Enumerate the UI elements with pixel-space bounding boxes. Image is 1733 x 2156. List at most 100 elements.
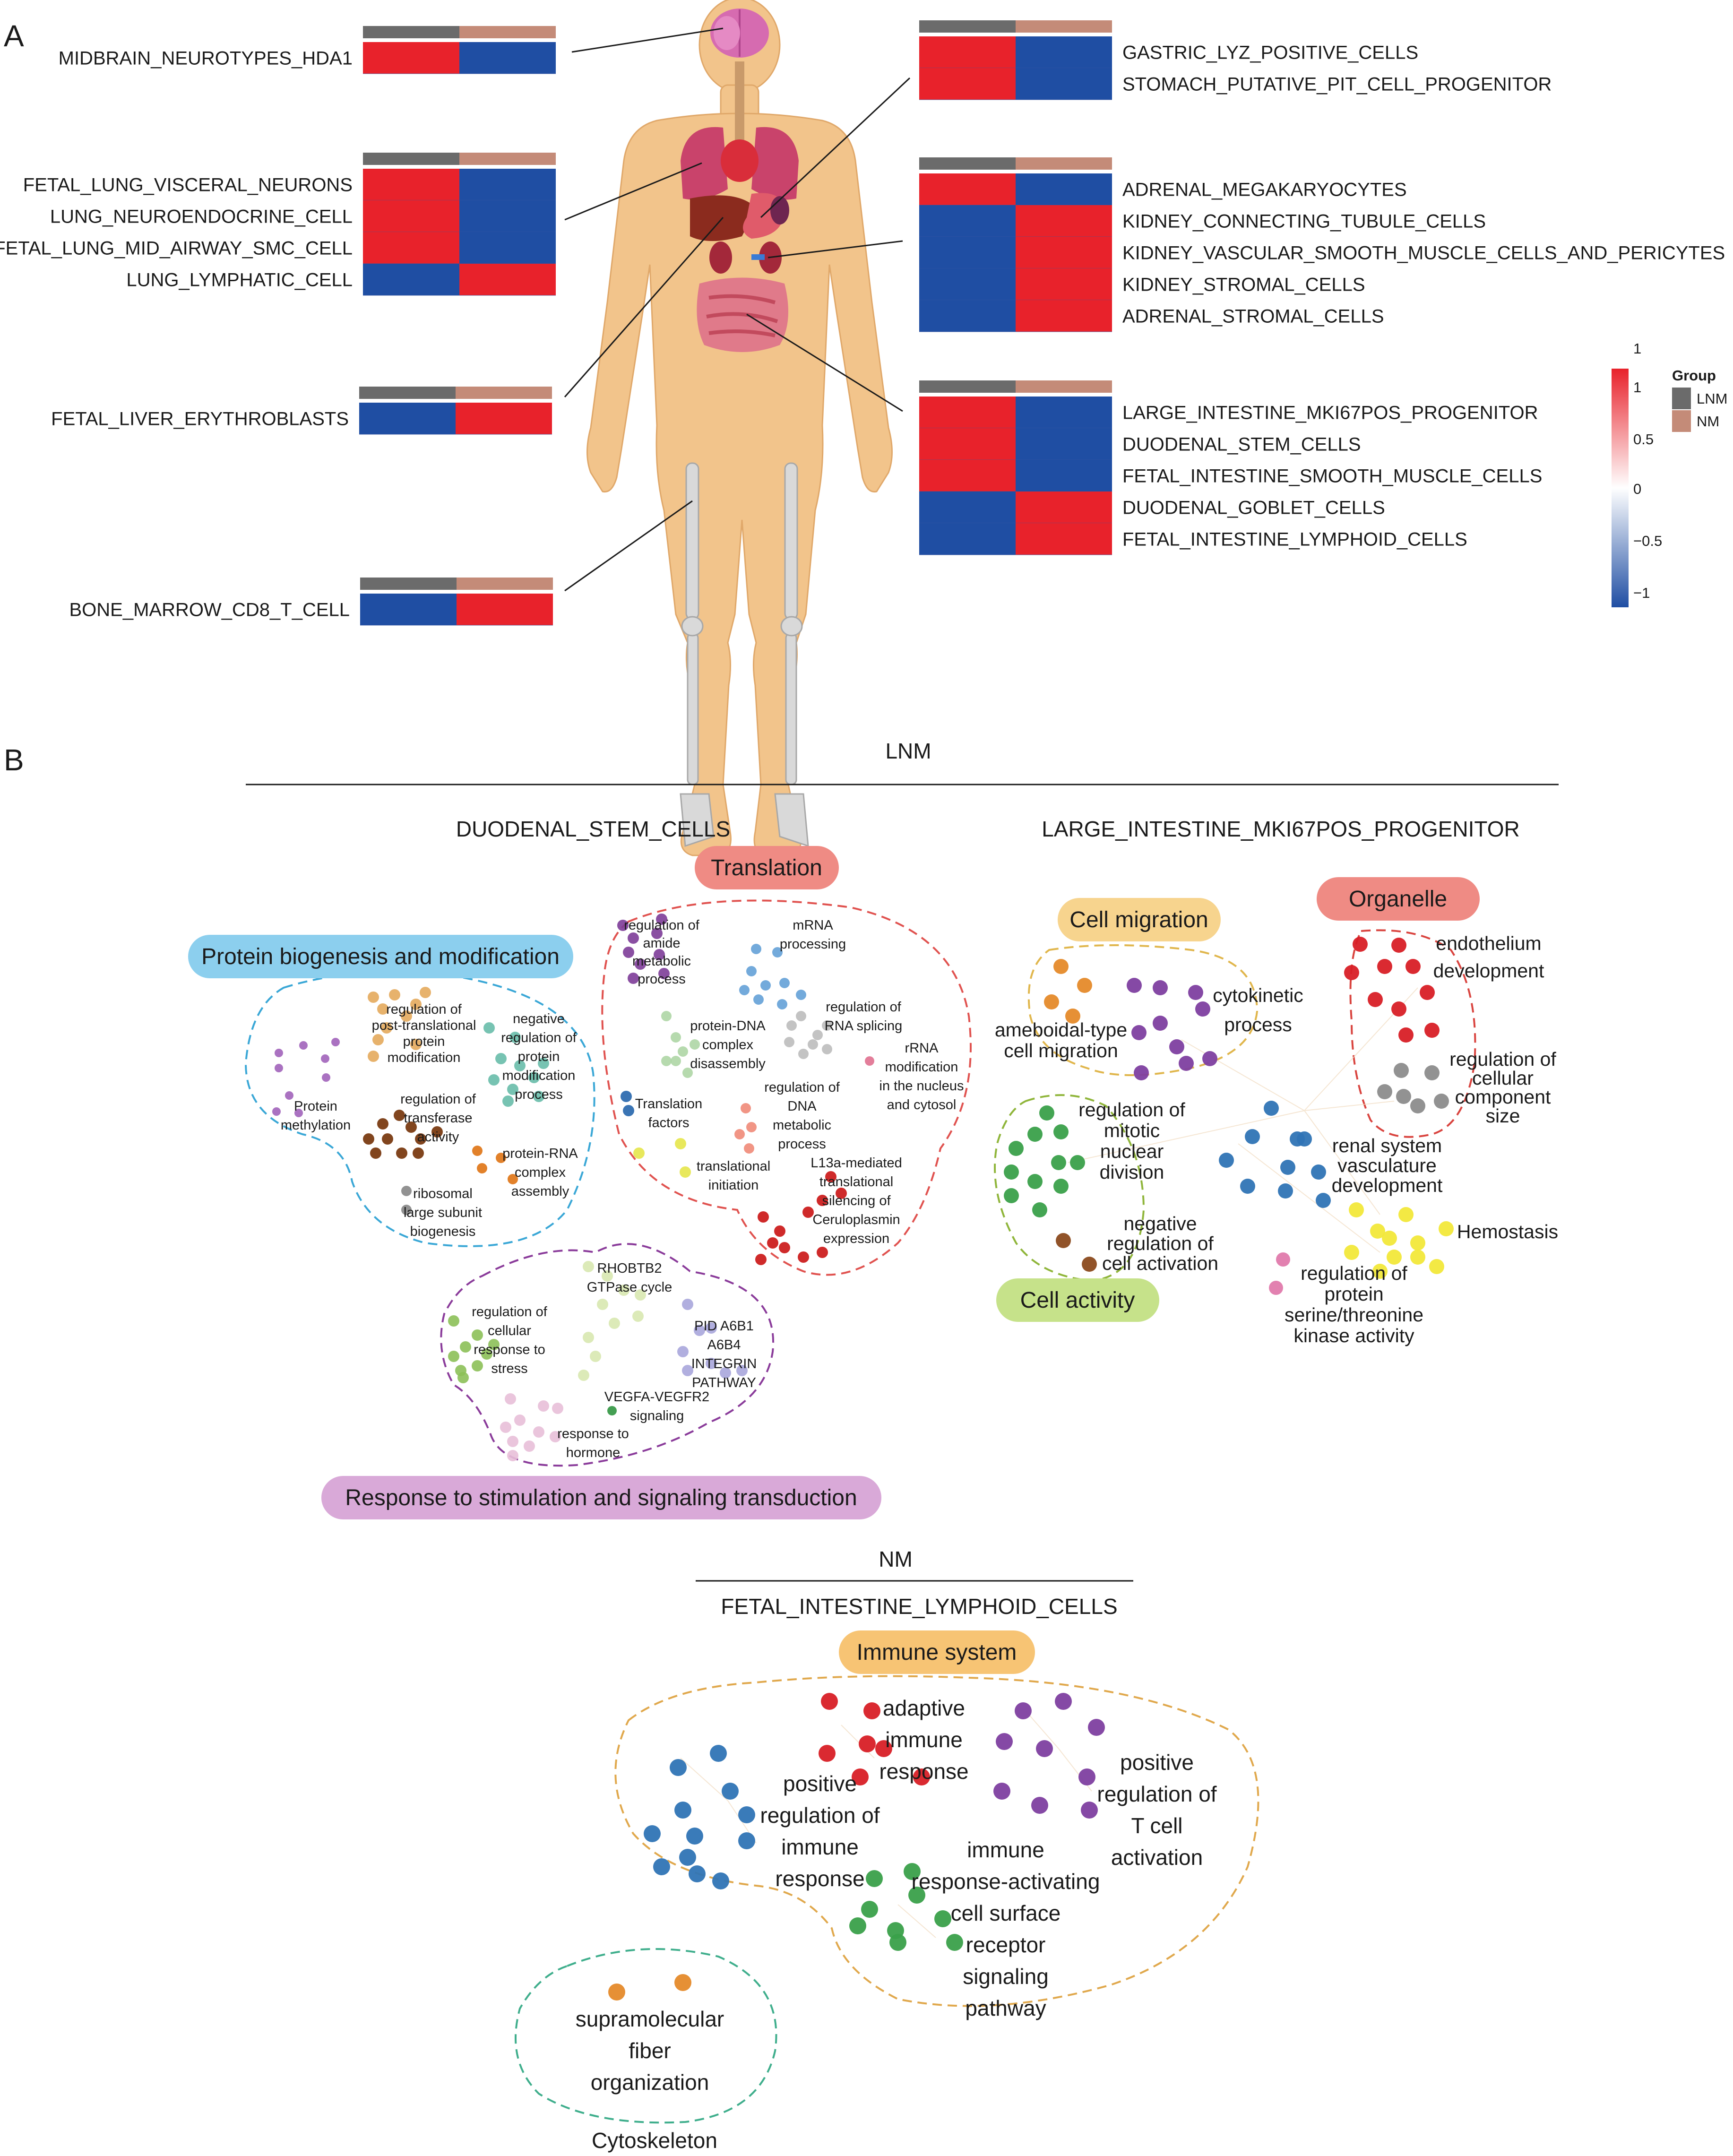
network-node [678, 1046, 688, 1057]
network-node [772, 947, 783, 957]
network-node [299, 1041, 308, 1050]
network-node [852, 1768, 869, 1785]
heatmap-row-label: KIDNEY_VASCULAR_SMOOTH_MUSCLE_CELLS_AND_… [1122, 243, 1725, 264]
network-node [1070, 1155, 1085, 1170]
network-node [1202, 1051, 1217, 1066]
heatmap-row-label: MIDBRAIN_NEUROTYPES_HDA1 [59, 48, 353, 69]
network-node [1053, 1124, 1069, 1139]
legend-swatch-nm [1672, 410, 1691, 432]
network-node [633, 1147, 645, 1159]
network-node [1269, 1281, 1283, 1295]
network-node [597, 1299, 608, 1310]
outline-response [440, 1243, 775, 1467]
network-node [913, 1768, 930, 1785]
pointer-lines [564, 27, 911, 592]
heatmap-cell-nm [1016, 428, 1112, 460]
network-node [1398, 1207, 1414, 1222]
network-node [628, 932, 639, 944]
body-illustration [586, 0, 893, 856]
network-node [1032, 1202, 1047, 1217]
network-node [505, 1393, 516, 1405]
pill-protein [188, 935, 573, 978]
network-node [507, 1084, 518, 1095]
heatmap-cell-lnm [919, 268, 1016, 300]
network-node [294, 1109, 303, 1117]
network-node [608, 1984, 625, 2001]
heatmap-row-label: FETAL_LIVER_ERYTHROBLASTS [51, 409, 349, 430]
network-node [746, 966, 757, 976]
scale-tick-1: 1 [1633, 379, 1641, 396]
network-node [472, 1329, 483, 1341]
network-node [1311, 1164, 1326, 1180]
network-node [1410, 1098, 1425, 1113]
network-node [875, 1740, 892, 1757]
network-node [528, 1072, 540, 1083]
network-node [908, 1887, 925, 1904]
scale-tick: 1 [1633, 340, 1641, 357]
network-node [1276, 1252, 1290, 1267]
network-node [635, 1289, 646, 1301]
network-node [1027, 1174, 1043, 1189]
heatmap-row-label: FETAL_LUNG_VISCERAL_NEURONS [23, 175, 353, 196]
network-node [1053, 1179, 1069, 1194]
heatmap-row-label: FETAL_LUNG_MID_AIRWAY_SMC_CELL [0, 238, 353, 259]
network-node [331, 1038, 340, 1046]
network-node [496, 1153, 506, 1163]
network-node [1153, 980, 1168, 995]
network-node [1396, 1089, 1411, 1104]
network-node [1134, 1065, 1149, 1080]
network-node [602, 1270, 613, 1282]
nm-section-title: NM [879, 1547, 913, 1571]
network-node [509, 1032, 521, 1043]
network-node [1420, 985, 1435, 1000]
network-node [822, 1020, 832, 1031]
network-node [500, 1422, 511, 1433]
network-node [578, 1370, 589, 1381]
network-node [1344, 965, 1359, 980]
group-bar-lnm [919, 20, 1016, 33]
network-node [774, 1225, 785, 1237]
heatmap-cell-lnm [919, 523, 1016, 555]
network-node [410, 999, 422, 1010]
network-node [706, 1358, 717, 1369]
network-node [689, 1865, 706, 1882]
network-node [674, 1802, 691, 1819]
network-node [1394, 1063, 1409, 1078]
network-node [686, 1828, 703, 1845]
pill-organelle-label: Organelle [1349, 887, 1447, 912]
heatmap-cell-lnm [919, 173, 1016, 205]
term-hemostasis: Hemostasis [1457, 1221, 1558, 1242]
network-node [628, 973, 639, 984]
pill-immune-label: Immune system [857, 1640, 1017, 1665]
network-node [1391, 1001, 1406, 1017]
network-node [401, 1205, 412, 1215]
network-node [1056, 1233, 1071, 1248]
color-scale-legend: 1 [1612, 340, 1641, 607]
network-node [275, 1064, 283, 1072]
network-node [410, 1039, 422, 1050]
network-node [377, 1003, 388, 1015]
network-node [736, 1365, 748, 1376]
heatmap-cell-nm [457, 594, 553, 625]
network-node [533, 1426, 544, 1438]
network-node [658, 968, 670, 979]
heatmap-cell-lnm [363, 200, 459, 232]
outline-protein [244, 971, 595, 1247]
network-node [618, 1285, 629, 1296]
panel-label-a: A [4, 19, 24, 53]
network-node [1264, 1101, 1279, 1116]
network-node [405, 1121, 417, 1133]
network-node [1434, 1094, 1449, 1109]
network-node [682, 1068, 693, 1078]
network-node [1009, 1141, 1024, 1156]
network-node [680, 1166, 691, 1178]
group-bar-lnm [363, 153, 459, 165]
network-node [786, 1020, 797, 1031]
network-node [767, 1237, 778, 1249]
heatmap-liver: FETAL_LIVER_ERYTHROBLASTS [51, 387, 552, 435]
